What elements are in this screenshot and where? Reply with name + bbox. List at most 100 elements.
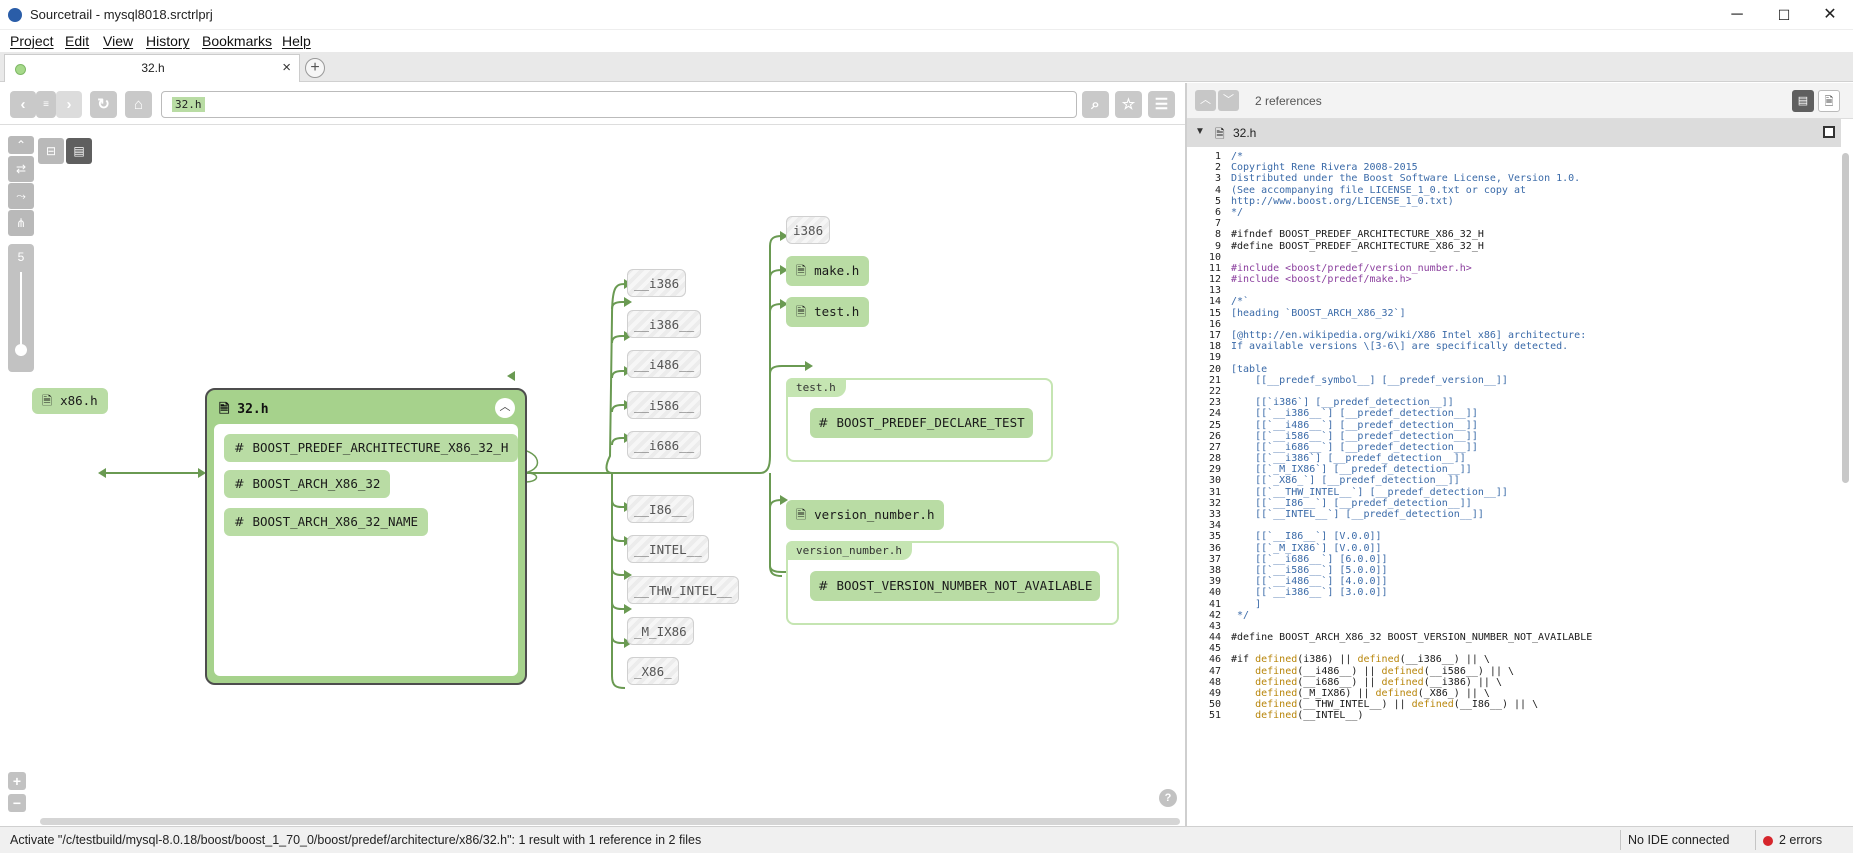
add-tab-button[interactable]: + [305,58,325,78]
node-undefined-macro[interactable]: __i386__ [627,310,702,338]
line-text: [[`_M_IX86`] [V.0.0]] [1231,542,1382,554]
node-macro-member[interactable]: #BOOST_ARCH_X86_32 [224,470,391,498]
code-line: 26 [[`__i586__`] [__predef_detection__]] [1187,431,1841,442]
bookmark-star-icon[interactable]: ☆ [1115,91,1142,118]
minimize-button[interactable]: ─ [1731,6,1743,23]
back-arrow-icon[interactable]: ‹ [10,91,36,118]
forward-arrow-icon[interactable]: › [56,91,82,118]
node-macro-member[interactable]: #BOOST_PREDEF_ARCHITECTURE_X86_32_H [224,434,519,462]
tab-close-icon[interactable]: × [282,59,291,76]
node-active-file[interactable]: 🗎 32.h ︿ #BOOST_PREDEF_ARCHITECTURE_X86_… [205,388,527,685]
active-file-header: 🗎 32.h [219,400,269,422]
menu-view[interactable]: View [103,33,134,49]
node-undefined-symbol[interactable]: i386 [786,216,831,244]
tab-32h[interactable]: 32.h × [4,54,300,82]
graph-view[interactable]: ⌃ ⇄ ⤳ ⋔ 5 ⊟ ▤ [0,126,1185,826]
depth-knob[interactable] [15,344,27,356]
menu-history[interactable]: History [146,33,190,49]
code-view-toggle-icon[interactable]: ⊟ [38,138,64,164]
node-includer-file[interactable]: 🗎x86.h [32,388,108,414]
line-text: [[`__i386__`] [__predef_detection__]] [1231,408,1478,420]
file-icon: 🗎 [796,263,807,278]
line-text: ] [1231,598,1262,610]
menu-project[interactable]: Project [10,33,54,49]
collapse-node-icon[interactable]: ︿ [495,398,515,418]
line-text: [[`__i586__`] [5.0.0]] [1231,564,1388,576]
close-window-button[interactable]: ✕ [1823,6,1837,23]
line-number: 16 [1208,318,1221,330]
error-count[interactable]: 2 errors [1779,833,1823,847]
node-undefined-macro[interactable]: _M_IX86 [627,617,694,645]
tab-label: 32.h [141,61,165,75]
line-number: 45 [1208,643,1221,655]
single-file-mode-icon[interactable]: 🗎 [1818,90,1840,112]
code-line: 13 [1187,285,1841,296]
node-undefined-macro[interactable]: __i486__ [627,350,702,378]
code-line: 42 */ [1187,610,1841,621]
node-undefined-macro[interactable]: __INTEL__ [627,535,709,563]
line-text: [[`__i686__`] [6.0.0]] [1231,553,1388,565]
node-file[interactable]: 🗎make.h [786,256,870,286]
maximize-button[interactable]: ☐ [1777,7,1791,23]
line-text: */ [1231,609,1250,621]
code-line: 33 [[`__INTEL__`] [__predef_detection__]… [1187,509,1841,520]
code-line: 36 [[`_M_IX86`] [V.0.0]] [1187,543,1841,554]
code-vertical-scrollbar[interactable] [1842,153,1849,483]
node-macro[interactable]: #BOOST_PREDEF_DECLARE_TEST [810,408,1033,438]
node-label: BOOST_PREDEF_ARCHITECTURE_X86_32_H [252,440,509,455]
menu-help[interactable]: Help [282,33,311,49]
expand-arrow-icon[interactable]: ▼ [1195,126,1205,137]
menu-bookmarks[interactable]: Bookmarks [202,33,273,49]
trail-icon[interactable]: ⤳ [8,183,34,209]
node-undefined-macro[interactable]: __THW_INTEL__ [627,576,739,604]
line-number: 38 [1208,564,1221,576]
node-undefined-macro[interactable]: __I86__ [627,495,694,523]
custom-trail-icon[interactable]: ⇄ [8,156,34,182]
code-list-mode-icon[interactable]: ▤ [1792,90,1814,112]
line-text: [[__predef_symbol__] [__predef_version__… [1231,374,1508,386]
previous-reference-icon[interactable]: ︿ [1195,90,1216,111]
code-line: 24 [[`__i386__`] [__predef_detection__]] [1187,408,1841,419]
home-icon[interactable]: ⌂ [125,91,152,118]
line-text: defined(__i486__) || defined(__i586__) |… [1255,665,1515,677]
zoom-in-button[interactable]: + [8,772,26,790]
node-macro-member[interactable]: #BOOST_ARCH_X86_32_NAME [224,508,429,536]
collapse-toolbar-icon[interactable]: ⌃ [8,136,34,154]
graph-horizontal-scrollbar[interactable] [40,818,1180,825]
hash-icon: # [818,415,829,430]
node-macro[interactable]: #BOOST_VERSION_NUMBER_NOT_AVAILABLE [810,571,1101,601]
history-list-icon[interactable]: ≡ [36,91,56,118]
node-undefined-macro[interactable]: __i686__ [627,431,702,459]
code-line: 34 [1187,520,1841,531]
maximize-file-icon[interactable] [1823,126,1835,138]
graph-layout-icon[interactable]: ⋔ [8,210,34,236]
node-undefined-macro[interactable]: _X86_ [627,657,679,685]
zoom-out-button[interactable]: − [8,794,26,812]
group-test-file[interactable]: test.h #BOOST_PREDEF_DECLARE_TEST [786,378,1053,462]
file-view-toggle-icon[interactable]: ▤ [66,138,92,164]
code-file-header[interactable]: ▼ 🗎 32.h [1187,119,1841,147]
node-file[interactable]: 🗎version_number.h [786,500,945,530]
bookmarks-list-icon[interactable]: ☰ [1148,91,1175,118]
group-version-file[interactable]: version_number.h #BOOST_VERSION_NUMBER_N… [786,541,1119,625]
file-icon: 🗎 [1215,127,1225,141]
search-input[interactable]: 32.h [161,91,1077,118]
line-number: 40 [1208,587,1221,599]
line-text: #include <boost/predef/version_number.h> [1231,262,1472,274]
help-button[interactable]: ? [1159,789,1177,807]
line-number: 46 [1208,654,1221,666]
hash-icon: # [818,578,829,593]
node-file[interactable]: 🗎test.h [786,297,870,327]
menu-edit[interactable]: Edit [65,33,90,49]
next-reference-icon[interactable]: ﹀ [1218,90,1239,111]
search-query-chip: 32.h [172,97,205,112]
refresh-icon[interactable]: ↻ [90,91,117,118]
depth-slider[interactable]: 5 [8,244,34,372]
line-number: 19 [1208,352,1221,364]
node-undefined-macro[interactable]: __i586__ [627,391,702,419]
node-undefined-macro[interactable]: __i386 [627,269,687,297]
search-icon[interactable]: ⌕ [1082,91,1109,118]
panel-divider[interactable] [1185,83,1187,826]
